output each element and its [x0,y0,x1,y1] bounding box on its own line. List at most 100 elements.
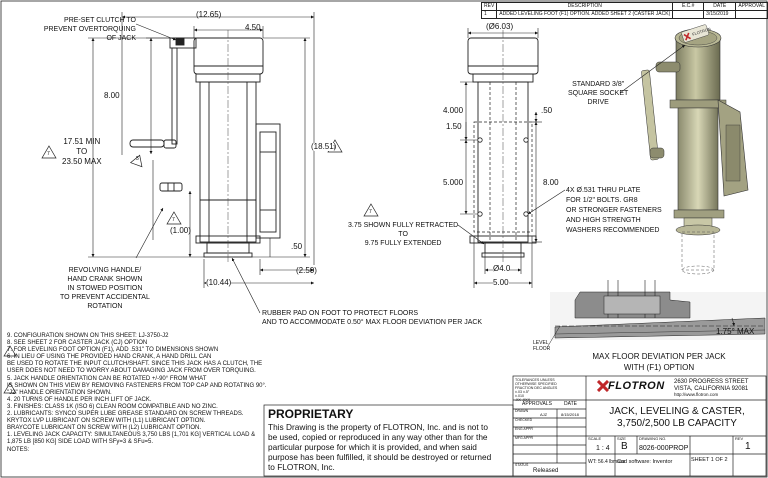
tolerance-line: OTHERWISE SPECIFIED [515,382,557,386]
callout-holes-line: WASHERS RECOMMENDED [566,227,660,234]
iso-view-jack [641,24,749,275]
title-line: JACK, LEVELING & CASTER, [609,406,745,417]
dim-4-50: 4.50 [245,23,261,32]
dim-50-top: .50 [541,106,553,115]
drawing-title: JACK, LEVELING & CASTER, 3,750/2,500 LB … [588,406,766,430]
callout-handle-line: ROTATION [87,303,123,310]
address-line: http://www.flotron.com [674,392,719,397]
checked-label: CHECKED [515,418,533,422]
date-cell: 3/15/2019 [703,10,737,19]
proprietary-line: purpose has been fulfilled, it should be… [268,452,492,462]
flotron-badge-icon [681,24,709,43]
weight-value: WT: 56.4 lbmass [588,459,625,465]
callout-handle-line: REVOLVING HANDLE/ [68,267,142,274]
dim-8-00-front: 8.00 [543,178,559,187]
callout-handle: REVOLVING HANDLE/ HAND CRANK SHOWN IN ST… [60,266,150,311]
proprietary-line: This Drawing is the property of FLOTRON,… [268,422,488,432]
date-header: DATE [703,2,737,11]
level-label: LEVEL [533,340,549,346]
approval-cell [735,10,768,19]
drawn-by: AJZ [540,412,548,417]
callout-socket-line: SQUARE SOCKET [568,90,629,97]
dim-1-00: (1.00) [170,226,191,235]
note-line: USER DOES NOT NEED TO WORRY ABOUT DAMAGI… [7,368,256,375]
floor-caption-line: MAX FLOOR DEVIATION PER JACK [592,352,726,361]
dim-17-51: 17.51 MIN TO 23.50 MAX [62,137,102,167]
callout-clutch-line: PREVENT OVERTORQUING [43,26,136,33]
callout-rubber-pad: RUBBER PAD ON FOOT TO PROTECT FLOORS AND… [262,309,482,327]
callout-socket-line: STANDARD 3/8" [572,81,625,88]
note-triangle-label: 7 [172,217,175,223]
note-line: 8. SEE SHEET 2 FOR CASTER JACK (CJ) OPTI… [7,340,148,347]
note-line: 1,875 LB [850 KG] SIDE LOAD WITH SFy=3 &… [7,439,154,446]
dim-line: TO [76,147,88,156]
note-triangle-label: 5 [136,156,139,162]
dim-10-44: (10.44) [206,278,232,287]
approvals-label: APPROVALS [522,401,552,407]
callout-handle-line: IN STOWED POSITION [67,285,143,292]
drawing-number-label: DRAWING NO. [639,436,667,441]
note-line: 1. LEVELING JACK CAPACITY: SIMULTANEOUS … [7,432,256,439]
tolerance-line: .XX .XXX [515,398,530,402]
note-line: 5. JACK HANDLE ORIENTATION CAN BE ROTATE… [7,375,207,382]
callout-holes-line: OR STRONGER FASTENERS [566,207,662,214]
size-value: B [621,441,628,452]
callout-retract-line: 3.75 SHOWN FULLY RETRACTED [348,222,459,229]
note-line: 9. CONFIGURATION SHOWN ON THIS SHEET: LJ… [7,333,169,339]
dim-1-50: 1.50 [446,122,462,131]
table-row: 1 ADDED LEVELING FOOT (F1) OPTION. ADDED… [480,10,768,19]
company-address: 2630 PROGRESS STREET VISTA, CALIFORNIA 9… [674,379,748,399]
dim-4-000: 4.000 [443,106,464,115]
tolerance-line: FRACTION DEC ANGLES [515,386,558,390]
callout-retract-line: 9.75 FULLY EXTENDED [364,240,442,247]
description-cell: ADDED LEVELING FOOT (F1) OPTION. ADDED S… [496,10,674,19]
note-line: IS SHOWN ON THIS VIEW BY REMOVING FASTEN… [7,382,267,389]
callout-holes-line: AND HIGH STRENGTH [566,217,641,224]
drawing-number: 8026-000PROP [639,445,689,452]
note-triangle-label: 7 [333,145,336,151]
callout-holes-line: FOR 1/2" BOLTS. GR8 [566,197,638,204]
dim-8-00: 8.00 [104,91,120,100]
note-line: BRAYCOTE LUBRICANT ON SCREW WITH (L2) LU… [7,425,202,432]
company-name: FLOTRON [608,380,665,392]
title-line: 3,750/2,500 LB CAPACITY [617,418,737,429]
dim-line: 23.50 MAX [62,157,102,166]
scale-label: SCALE [588,436,602,441]
rev-header: REV [480,2,498,11]
proprietary-line: particular purpose for which it is provi… [268,442,477,452]
dia-4-0: Ø4.0 [493,264,511,273]
sheet-value: SHEET 1 OF 2 [691,457,728,463]
floor-label: FLOOR [533,346,551,352]
notes-block: 9. CONFIGURATION SHOWN ON THIS SHEET: LJ… [7,333,267,454]
eng-appr-label: ENG APPR [515,427,533,431]
status-label: STATUS [515,463,529,467]
note-line: BE USED TO ROTATE THE INPUT CLUTCH/SHAFT… [7,361,263,368]
status-value: Released [533,468,559,474]
callout-socket-line: DRIVE [587,99,609,106]
callout-rubber-line: AND TO ACCOMMODATE 0.50° MAX FLOOR DEVIA… [262,319,483,326]
note-line: KRYTOX LVP LUBRICANT ON SCREW WITH (L1) … [7,418,206,425]
callout-handle-line: TO PREVENT ACCIDENTAL [60,294,150,301]
callout-clutch-line: OF JACK [106,35,136,42]
scale-value: 1 : 4 [596,445,610,452]
size-label: SIZE [617,436,626,441]
proprietary-text: This Drawing is the property of FLOTRON,… [268,422,491,472]
flotron-logo-icon [597,380,609,392]
note-line: "J2" HANDLE ORIENTATION SHOWN. [7,389,112,396]
address-line: VISTA, CALIFORNIA 92081 [674,385,749,392]
tolerance-line: ±.010 [515,394,524,398]
drawn-label: DRAWN [515,409,529,413]
rev-label: REV [735,436,744,441]
note-line: 7. FOR LEVELING FOOT OPTION (F1), ADD .5… [7,347,219,354]
mfg-appr-label: MFG APPR [515,436,534,440]
rev-cell: 1 [480,10,498,19]
rev-value: 1 [745,441,751,452]
ecn-cell [672,10,705,19]
callout-clutch-line: PRE-SET CLUTCH TO [64,17,136,24]
approval-header: APPROVAL [735,2,768,11]
dim-line: 17.51 MIN [63,137,101,146]
note-line: 3. FINISHES: CLASS 1K (ISO 6) CLEAN ROOM… [7,403,218,410]
dim-50: .50 [291,242,303,251]
callout-handle-line: HAND CRANK SHOWN [67,276,143,283]
side-view-jack [129,37,281,258]
